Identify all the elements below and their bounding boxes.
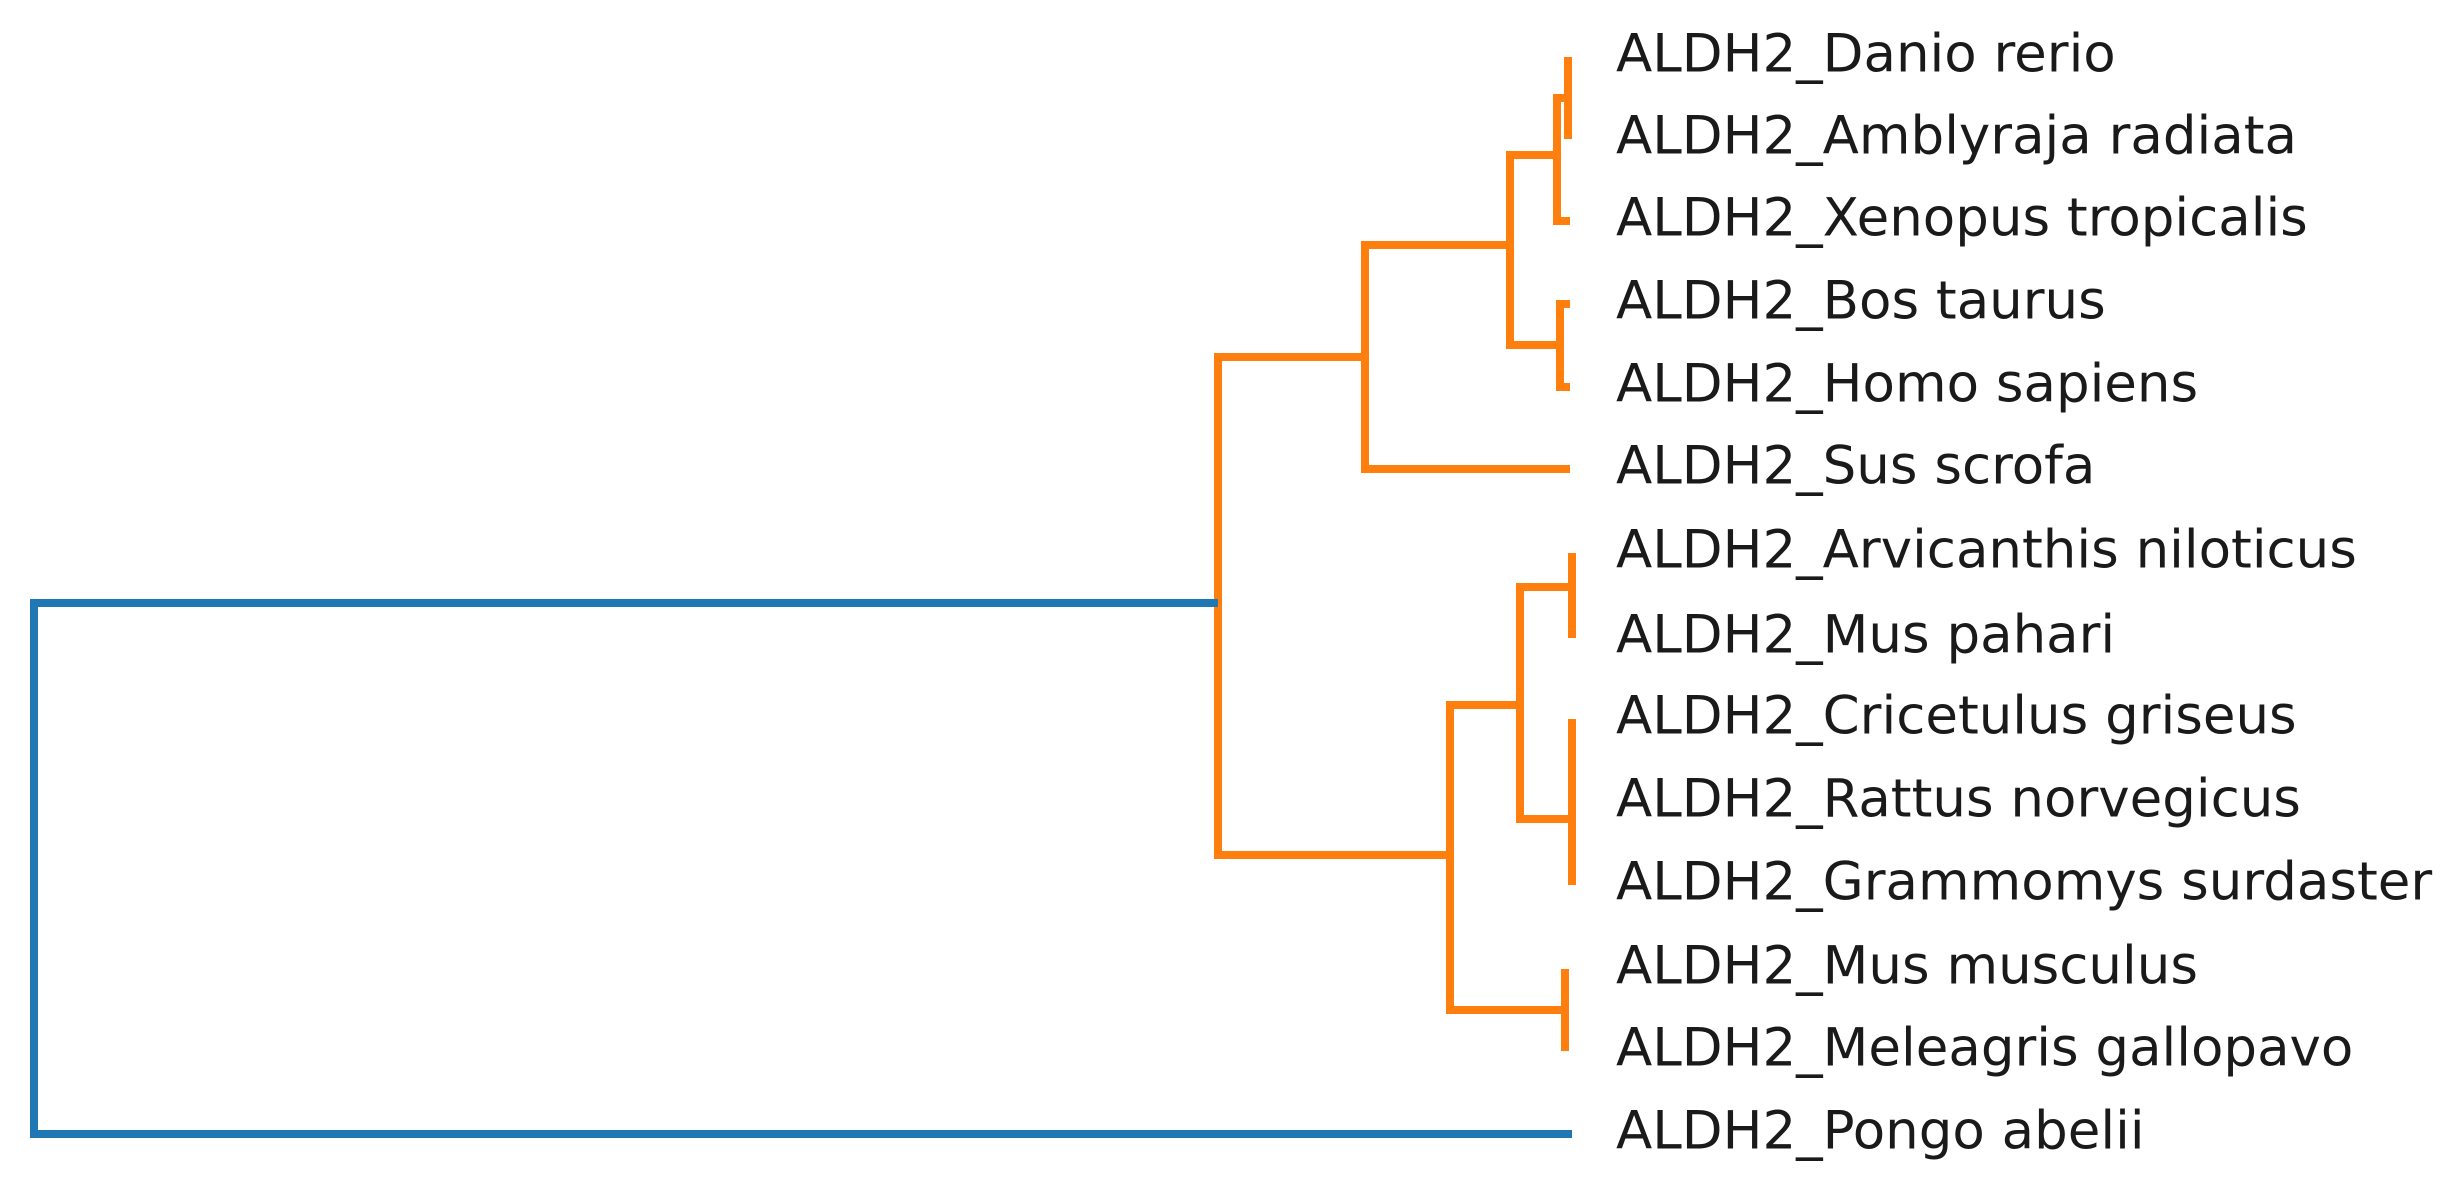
leaf-label: ALDH2_Mus musculus — [1616, 936, 2198, 997]
leaf-label: ALDH2_Rattus norvegicus — [1616, 769, 2301, 830]
tree-branch — [1506, 151, 1560, 349]
leaf-label: ALDH2_Pongo abelii — [1616, 1101, 2145, 1162]
tree-branch — [1361, 241, 1570, 473]
leaf-label: ALDH2_Cricetulus griseus — [1616, 686, 2297, 747]
leaf-label: ALDH2_Danio rerio — [1616, 24, 2116, 85]
leaf-label: ALDH2_Mus pahari — [1616, 605, 2115, 666]
leaf-label: ALDH2_Amblyraja radiata — [1616, 106, 2297, 167]
tree-branch — [1556, 300, 1570, 391]
tree-branch — [30, 599, 1572, 1138]
tree-branch — [1446, 701, 1565, 1014]
leaf-label: ALDH2_Grammomys surdaster — [1616, 852, 2432, 913]
leaf-label: ALDH2_Bos taurus — [1616, 271, 2106, 332]
leaf-label: ALDH2_Homo sapiens — [1616, 354, 2198, 415]
tree-branch — [1214, 353, 1450, 859]
leaf-label: ALDH2_Sus scrofa — [1616, 436, 2095, 497]
tree-branch — [1553, 94, 1570, 225]
leaf-label: ALDH2_Meleagris gallopavo — [1616, 1018, 2353, 1079]
tree-branch — [1516, 583, 1572, 823]
dendrogram-branches — [30, 57, 1576, 1138]
leaf-label: ALDH2_Arvicanthis niloticus — [1616, 520, 2357, 581]
leaf-label: ALDH2_Xenopus tropicalis — [1616, 188, 2308, 249]
